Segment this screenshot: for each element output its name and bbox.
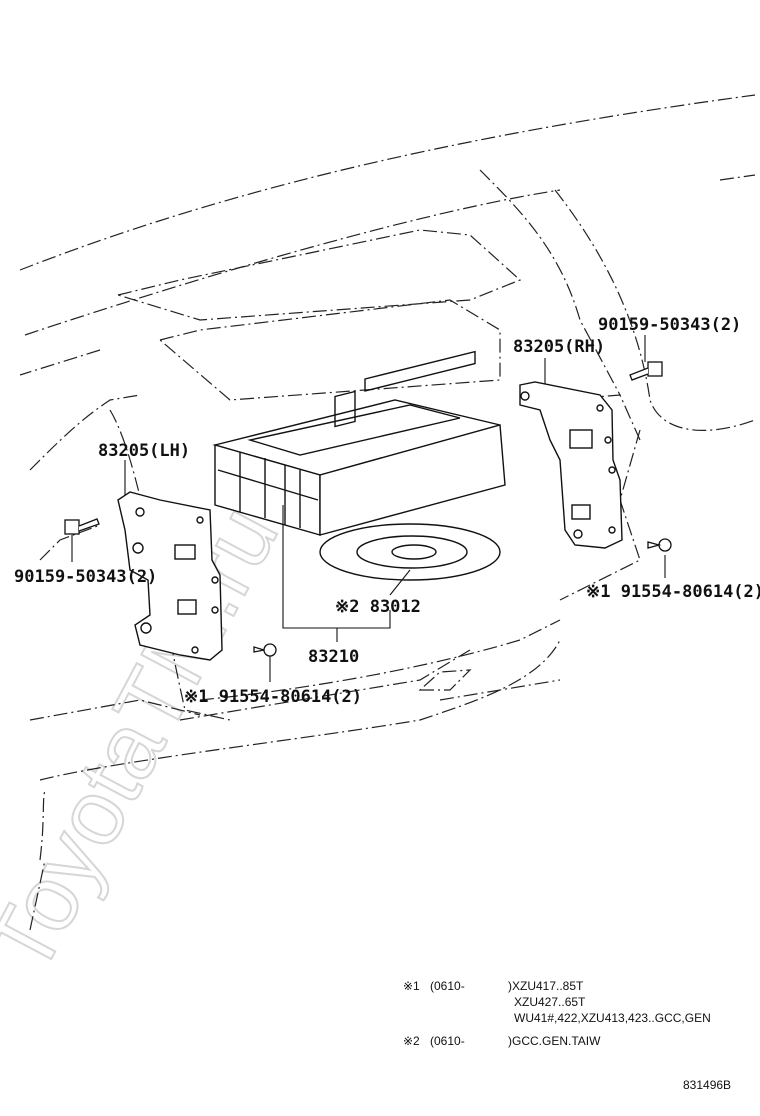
note-1-range: (0610- [430, 979, 465, 993]
note-2-mark: ※2 [403, 1034, 420, 1048]
bracket-rh [519, 381, 623, 549]
footnotes: ※1 (0610- )XZU417..85T XZU427..65T WU41#… [403, 979, 711, 1048]
bracket-lh [117, 491, 223, 661]
note-1-text: )XZU417..85T [508, 979, 584, 993]
label-unit: 83210 [308, 647, 359, 667]
bolt-lh-icon [64, 518, 100, 535]
bolt-rh-icon [629, 361, 663, 381]
screw-rh-icon [647, 538, 672, 552]
label-screw-rh: ※1 91554-80614(2) [586, 582, 760, 602]
note-1c-text: WU41#,422,XZU413,423..GCC,GEN [514, 1011, 711, 1025]
label-bolt-lh: 90159-50343(2) [14, 567, 157, 587]
leader-lines [71, 335, 666, 682]
note-1b-text: XZU427..65T [514, 995, 586, 1009]
note-2-text: )GCC.GEN.TAIW [508, 1034, 601, 1048]
label-disc: ※2 83012 [335, 597, 421, 617]
figure-code: 831496B [683, 1078, 731, 1092]
label-bolt-rh: 90159-50343(2) [598, 315, 741, 335]
label-screw-lh: ※1 91554-80614(2) [184, 687, 362, 707]
audio-head-unit [212, 350, 506, 536]
label-bracket-lh: 83205(LH) [98, 441, 190, 461]
label-bracket-rh: 83205(RH) [513, 337, 605, 357]
screw-lh-icon [253, 643, 277, 657]
cd-disc [319, 523, 501, 581]
note-1-mark: ※1 [403, 979, 420, 993]
dashboard-outline [19, 94, 756, 931]
note-2-range: (0610- [430, 1034, 465, 1048]
